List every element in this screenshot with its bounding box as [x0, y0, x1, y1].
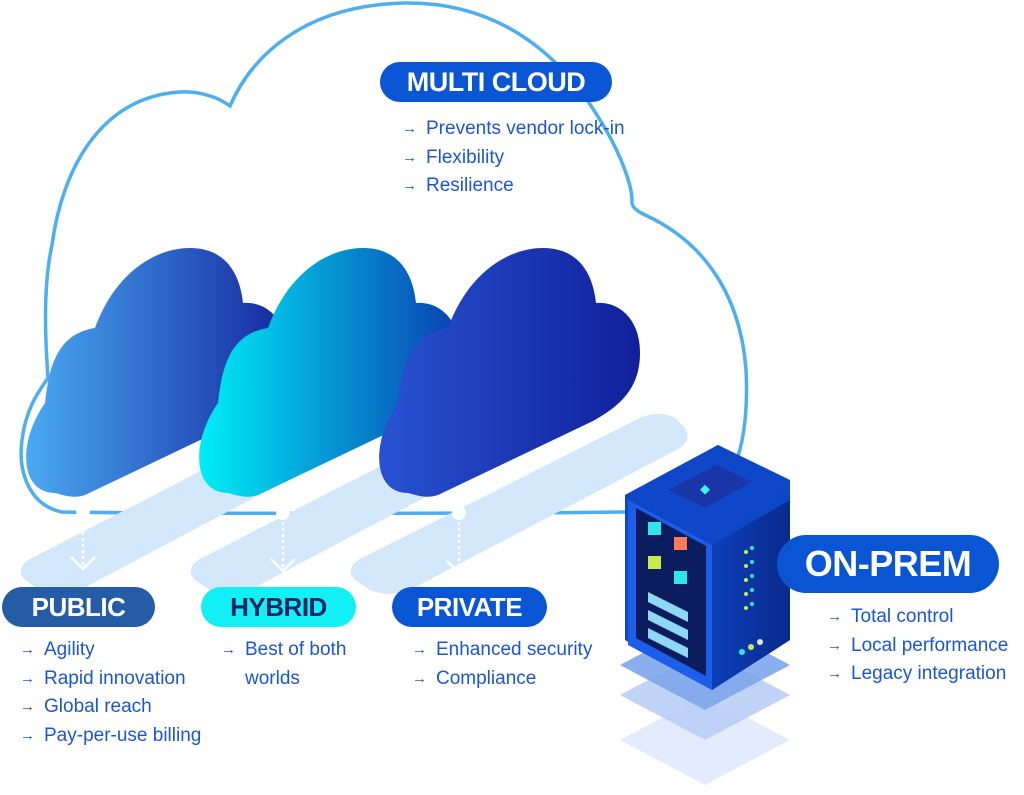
connector-hybrid	[270, 506, 296, 573]
list-item: →Compliance	[412, 665, 592, 694]
status-light-cyan-2	[674, 571, 687, 584]
list-item: →Flexibility	[402, 144, 625, 173]
list-item: →Enhanced security	[412, 636, 592, 665]
arrow-right-icon: →	[20, 698, 35, 715]
arrow-right-icon: →	[402, 148, 417, 166]
list-item: →Pay-per-use billing	[20, 722, 201, 751]
hybrid-title: HYBRID	[230, 591, 327, 622]
arrow-right-icon: →	[827, 636, 842, 654]
arrow-right-icon: →	[827, 608, 842, 625]
arrow-right-icon: →	[402, 120, 417, 137]
arrow-right-icon: →	[20, 641, 35, 658]
arrow-right-icon: →	[412, 669, 427, 687]
list-item: →Agility	[20, 636, 201, 665]
list-item-continuation: worlds	[245, 667, 300, 689]
list-item: →Legacy integration	[827, 660, 1008, 689]
connector-public	[70, 504, 96, 571]
private-label: PRIVATE	[392, 587, 547, 627]
list-item: →Global reach	[20, 693, 201, 722]
list-item: →Local performance	[827, 632, 1008, 661]
on-prem-title: ON-PREM	[804, 543, 972, 584]
hybrid-benefits: →Best of both worlds	[221, 636, 346, 693]
arrow-right-icon: →	[221, 641, 236, 658]
arrow-right-icon: →	[412, 641, 427, 658]
list-item: →Resilience	[402, 172, 625, 201]
status-light-orange	[674, 537, 687, 550]
status-light-lime	[648, 556, 661, 569]
hybrid-label: HYBRID	[201, 587, 356, 627]
public-label: PUBLIC	[2, 587, 155, 627]
status-light-cyan	[648, 522, 661, 535]
on-prem-label: ON-PREM	[777, 535, 999, 593]
public-title: PUBLIC	[31, 591, 126, 622]
multi-cloud-benefits: →Prevents vendor lock-in →Flexibility →R…	[402, 115, 625, 201]
arrow-right-icon: →	[20, 726, 35, 744]
connector-private	[446, 506, 472, 575]
list-item: →Rapid innovation	[20, 665, 201, 694]
on-prem-benefits: →Total control →Local performance →Legac…	[827, 603, 1008, 689]
multi-cloud-title: MULTI CLOUD	[406, 66, 586, 97]
multi-cloud-label: MULTI CLOUD	[380, 62, 612, 102]
arrow-right-icon: →	[20, 669, 35, 687]
list-item: →Best of both	[221, 636, 346, 665]
arrow-right-icon: →	[827, 665, 842, 682]
private-benefits: →Enhanced security →Compliance	[412, 636, 592, 693]
public-benefits: →Agility →Rapid innovation →Global reach…	[20, 636, 201, 750]
arrow-right-icon: →	[402, 177, 417, 194]
on-prem-server	[625, 445, 790, 690]
list-item: →Prevents vendor lock-in	[402, 115, 625, 144]
list-item: →Total control	[827, 603, 1008, 632]
private-title: PRIVATE	[416, 591, 523, 622]
